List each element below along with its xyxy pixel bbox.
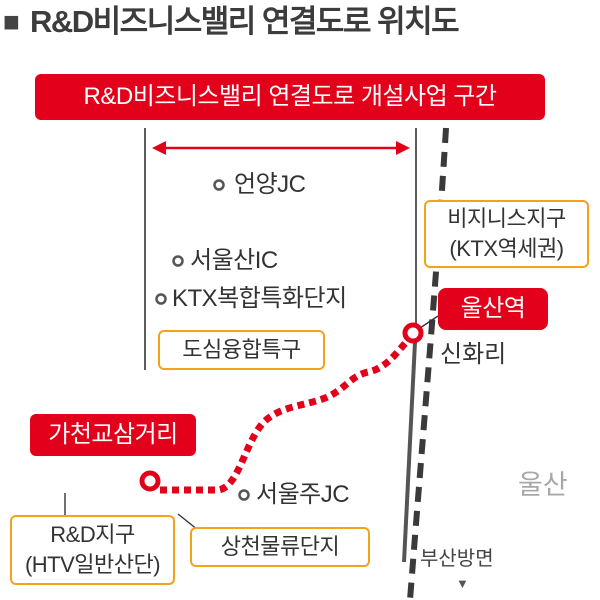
ulsan-station-connector <box>419 315 439 329</box>
railway-line <box>407 127 449 600</box>
zone-business: 비지니스지구 (KTX역세권) <box>424 200 589 268</box>
zone-business-subtitle: (KTX역세권) <box>449 236 564 261</box>
area-label-ulsan: 울산 <box>518 470 568 500</box>
place-marker-seoulju-icon <box>238 489 250 501</box>
direction-label-busan: 부산방면 <box>420 548 494 570</box>
zone-sangcheon-logistics: 상천물류단지 <box>190 527 370 567</box>
section-arrow-head-left <box>152 141 166 155</box>
zone-rnd: R&D지구 (HTV일반산단) <box>10 515 175 585</box>
endpoint-marker-gacheon-icon <box>139 470 161 492</box>
section-arrow-head-right <box>396 141 410 155</box>
square-bullet-icon: ■ <box>3 6 20 37</box>
place-marker-ktx-complex-icon <box>155 293 167 305</box>
zone-rnd-title: R&D지구 <box>50 522 135 547</box>
place-label-seoulju-jc: 서울주JC <box>256 481 350 508</box>
place-label-seoulsan-ic: 서울산IC <box>190 247 278 274</box>
map-title: R&D비즈니스밸리 연결도로 위치도 <box>30 4 460 39</box>
section-banner: R&D비즈니스밸리 연결도로 개설사업 구간 <box>35 74 545 120</box>
road-line <box>402 341 417 563</box>
zone-business-title: 비지니스지구 <box>447 206 566 231</box>
place-label-eonyang-jc: 언양JC <box>234 171 306 198</box>
place-label-ktx-complex: KTX복합특화단지 <box>172 285 347 312</box>
section-double-arrow-icon <box>152 141 410 155</box>
place-marker-eonyang-icon <box>213 179 225 191</box>
down-triangle-icon: ▼ <box>456 576 469 591</box>
label-gacheon-junction: 가천교삼거리 <box>30 414 196 456</box>
connecting-road-route <box>160 335 413 494</box>
endpoint-marker-ulsan-station-icon <box>402 322 424 344</box>
area-label-sinhwa-ri: 신화리 <box>440 341 507 368</box>
label-ulsan-station: 울산역 <box>438 288 548 330</box>
zone-rnd-subtitle: (HTV일반산단) <box>24 552 161 577</box>
place-marker-seoulsan-icon <box>172 255 184 267</box>
zone-urban-fusion: 도심융합특구 <box>158 330 325 370</box>
